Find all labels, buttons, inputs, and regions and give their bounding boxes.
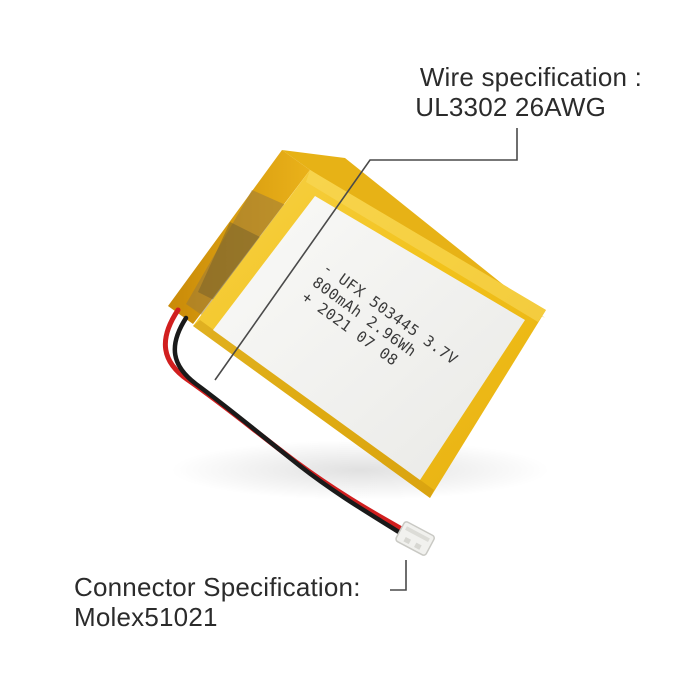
wire-callout-line: [214, 128, 518, 381]
black-wire: [172, 315, 405, 537]
connector-spec-callout: Connector Specification: Molex51021: [74, 572, 361, 632]
connector-callout-line: [390, 560, 407, 591]
battery-side-pack: [186, 190, 288, 318]
battery-wires: [162, 307, 405, 537]
wire-spec-value: UL3302 26AWG: [415, 92, 606, 122]
floor-shadow: [170, 440, 550, 500]
connector-spec-value: Molex51021: [74, 602, 218, 632]
connector-spec-title: Connector Specification:: [74, 572, 361, 602]
wire-spec-callout: Wire specification : UL3302 26AWG: [415, 62, 642, 122]
battery-label-face: [213, 196, 525, 480]
wire-spec-title: Wire specification :: [419, 62, 642, 92]
molex-connector: [395, 521, 435, 556]
